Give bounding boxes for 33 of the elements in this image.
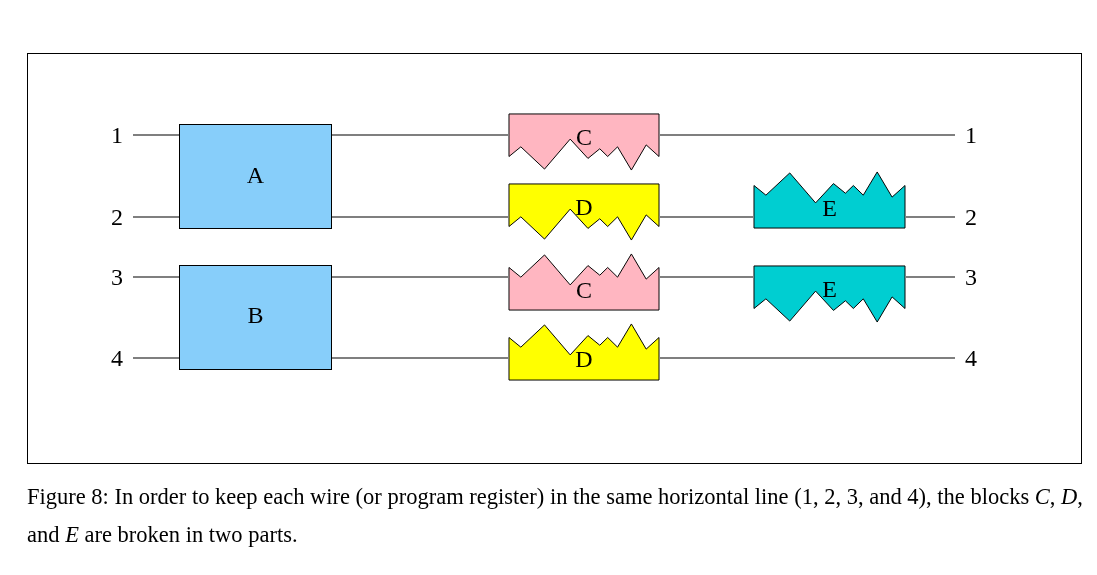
block-label: A — [245, 161, 266, 189]
wire-line — [905, 276, 956, 278]
block-label: B — [246, 301, 265, 329]
wire-line — [132, 276, 180, 278]
wire-number: 4 — [955, 344, 985, 372]
wire-number: 4 — [100, 344, 133, 372]
wire-number: 2 — [100, 203, 133, 231]
wire-line — [132, 216, 180, 218]
block-label: C — [575, 123, 593, 151]
figure-caption: Figure 8: In order to keep each wire (or program register) in the same horizontal line (1, 2, 3, and 4), the blocks C, D, and E are broken in two parts. — [27, 483, 1084, 549]
wire-number: 3 — [955, 263, 985, 291]
wire-line — [331, 276, 509, 278]
gate-block — [179, 124, 332, 229]
wire-line — [905, 216, 956, 218]
block-label: D — [574, 345, 594, 373]
wire-line — [659, 134, 956, 136]
wire-line — [659, 276, 754, 278]
wire-line — [659, 216, 754, 218]
block-label: C — [575, 276, 593, 304]
block-label: E — [821, 194, 838, 222]
wire-line — [659, 357, 956, 359]
wire-number: 2 — [955, 203, 985, 231]
wire-number: 1 — [100, 121, 133, 149]
gate-block — [179, 265, 332, 370]
block-label: E — [821, 275, 838, 303]
wire-line — [132, 134, 180, 136]
wire-number: 1 — [955, 121, 985, 149]
wire-line — [331, 134, 509, 136]
wire-line — [331, 357, 509, 359]
wire-line — [132, 357, 180, 359]
wire-line — [331, 216, 509, 218]
wire-number: 3 — [100, 263, 133, 291]
block-label: D — [574, 193, 594, 221]
